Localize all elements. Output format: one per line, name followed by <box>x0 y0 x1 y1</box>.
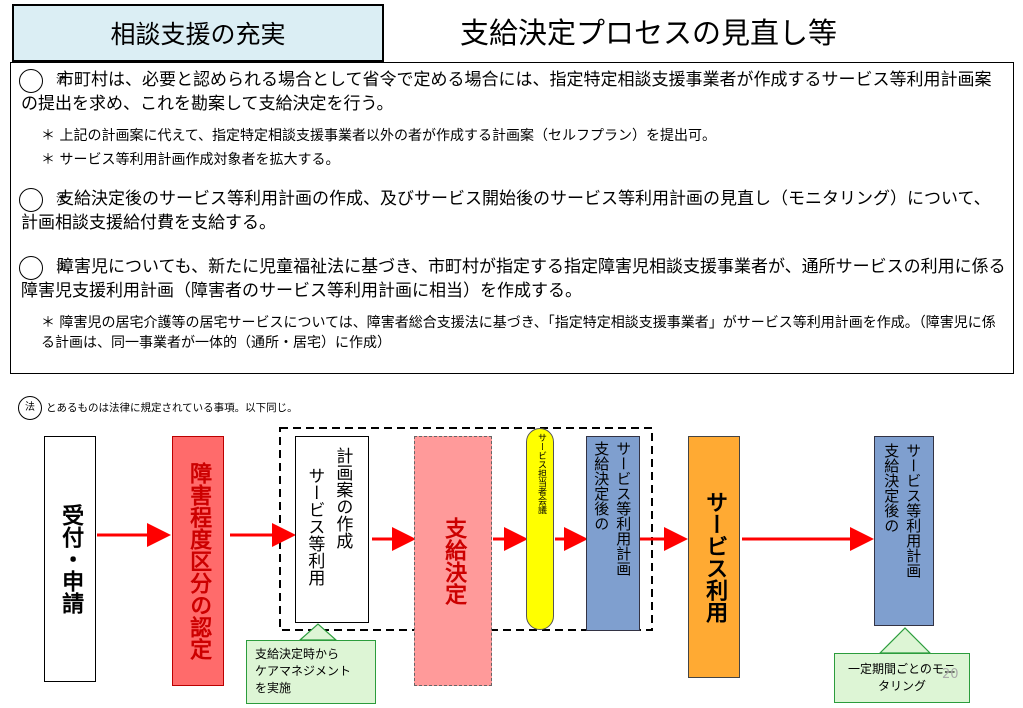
callout-left-pointer <box>298 623 338 641</box>
step-plan-after-decision: サービス等利用計画 支給決定後の <box>586 436 640 631</box>
page-number: 20 <box>942 667 959 682</box>
step-service-meeting: サービス担当者会議 <box>526 428 554 630</box>
step-disability-level-certification: 障害程度区分の認定 <box>172 436 224 686</box>
step-plan-monitoring: サービス等利用計画 支給決定後の <box>874 436 934 626</box>
step-benefit-decision: 支給決定 <box>414 436 492 686</box>
law-mark-icon: 法 <box>19 188 66 212</box>
section-tab-label: 相談支援の充実 <box>110 20 286 49</box>
step-application: 受付・申請 <box>44 436 96 682</box>
summary-paragraph-1: 法市町村は、必要と認められる場合として省令で定める場合には、指定特定相談支援事業… <box>19 69 992 114</box>
callout-monitoring: 一定期間ごとのモニタリング <box>834 653 970 703</box>
step-plan-draft: 計画案の作成 サービス等利用 <box>295 436 369 623</box>
law-mark-icon: 法 <box>19 256 66 280</box>
law-mark-icon: 法 <box>19 69 66 93</box>
section-tab: 相談支援の充実 <box>12 4 384 62</box>
callout-right-pointer <box>878 627 932 654</box>
page-title: 支給決定プロセスの見直し等 <box>460 16 838 50</box>
step-service-use: サービス利用 <box>688 436 740 678</box>
summary-paragraph-3: 法障害児についても、新たに児童福祉法に基づき、市町村が指定する指定障害児相談支援… <box>19 256 1006 301</box>
legend: 法とあるものは法律に規定されている事項。以下同じ。 <box>18 396 298 420</box>
law-mark-icon: 法 <box>18 396 42 420</box>
summary-note-2: ＊ サービス等利用計画作成対象者を拡大する。 <box>41 152 340 168</box>
callout-care-management: 支給決定時から ケアマネジメント を実施 <box>246 640 376 704</box>
summary-box: 法市町村は、必要と認められる場合として省令で定める場合には、指定特定相談支援事業… <box>10 62 1014 374</box>
summary-note-1: ＊ 上記の計画案に代えて、指定特定相談支援事業者以外の者が作成する計画案（セルフ… <box>41 128 717 144</box>
summary-paragraph-2: 法支給決定後のサービス等利用計画の作成、及びサービス開始後のサービス等利用計画の… <box>19 188 991 233</box>
legend-text: とあるものは法律に規定されている事項。以下同じ。 <box>46 402 298 414</box>
summary-note-3: ＊ 障害児の居宅介護等の居宅サービスについては、障害者総合支援法に基づき、「指定… <box>41 315 996 351</box>
